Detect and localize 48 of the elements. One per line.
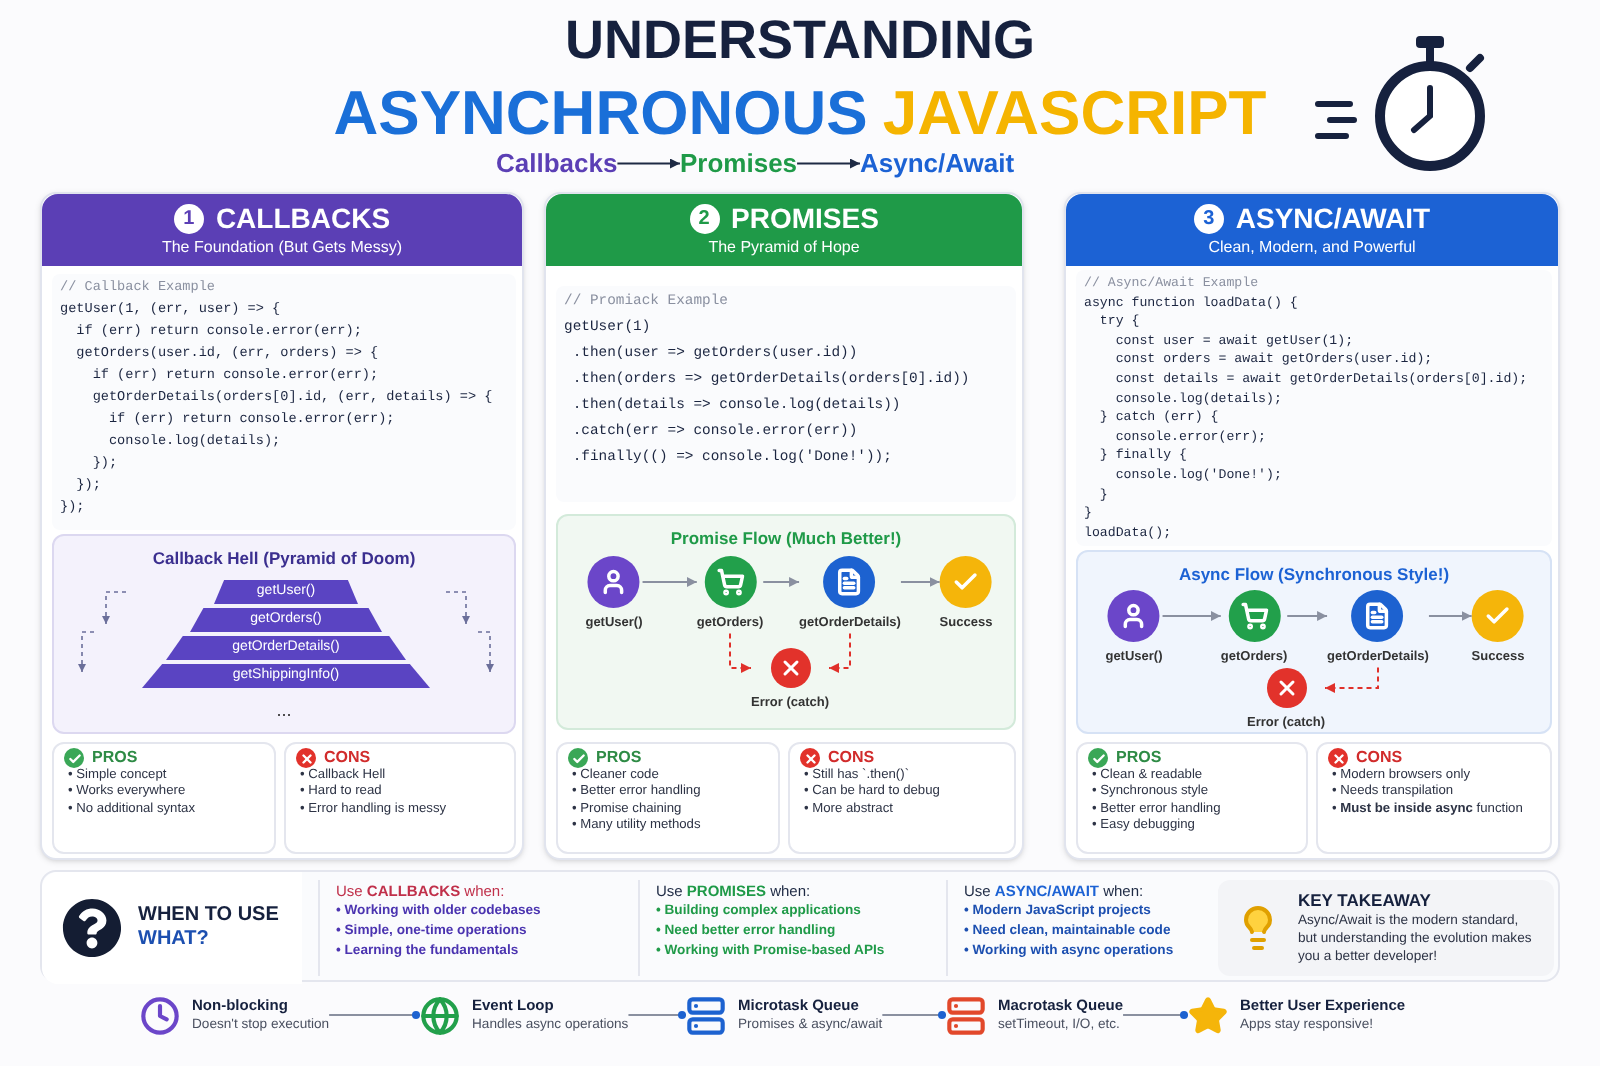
step-number-badge: 3	[1193, 203, 1224, 233]
card-title: Callback Hell (Pyramid of Doom)	[152, 546, 416, 572]
card-title: Promise Flow (Much Better!)	[670, 526, 902, 552]
arrow	[641, 577, 698, 587]
section-title: CALLBACKS	[215, 204, 391, 232]
takeaway-card	[1218, 880, 1554, 976]
card-title: Async Flow (Synchronous Style!)	[1178, 562, 1450, 588]
pros-card	[556, 742, 780, 854]
section-subtitle: Clean, Modern, and Powerful	[1208, 237, 1416, 257]
card-heading: PROS	[92, 748, 138, 768]
diagram-card	[52, 534, 516, 734]
arrow	[616, 158, 681, 169]
arrow	[729, 632, 752, 673]
cons-card	[1316, 742, 1552, 854]
diagram-card	[556, 514, 1016, 730]
ellipsis-text: ...	[276, 702, 292, 720]
info-band	[40, 870, 1560, 982]
pros-card	[52, 742, 276, 854]
section-title: PROMISES	[731, 204, 879, 232]
header-cell	[42, 872, 302, 984]
card-heading: PROS	[1116, 748, 1162, 768]
section-panel	[1064, 192, 1560, 860]
cons-card	[788, 742, 1016, 854]
card-heading: CONS	[1356, 748, 1403, 768]
section-title: ASYNC/AWAIT	[1235, 204, 1431, 232]
cons-card	[284, 742, 516, 854]
arrow	[762, 577, 801, 587]
step-number-badge: 2	[689, 203, 720, 233]
section-subtitle: The Pyramid of Hope	[708, 237, 860, 257]
card-heading: CONS	[828, 748, 875, 768]
band-heading: WHEN TO USE	[138, 904, 279, 928]
arrow	[1427, 611, 1473, 621]
arrow	[1286, 611, 1329, 621]
card-heading: CONS	[324, 748, 371, 768]
diagram-card	[1076, 550, 1552, 734]
arrow	[899, 577, 941, 587]
arrow	[796, 158, 861, 169]
card-heading: PROS	[596, 748, 642, 768]
section-panel	[544, 192, 1024, 860]
card-heading: KEY TAKEAWAY	[1298, 890, 1433, 912]
band-subheading: WHAT?	[138, 928, 211, 952]
arrow	[1324, 666, 1379, 693]
pros-card	[1076, 742, 1308, 854]
arrow	[1161, 611, 1222, 621]
section-subtitle: The Foundation (But Gets Messy)	[161, 237, 403, 257]
section-panel	[40, 192, 524, 860]
step-number-badge: 1	[173, 203, 204, 233]
arrow	[828, 632, 851, 673]
